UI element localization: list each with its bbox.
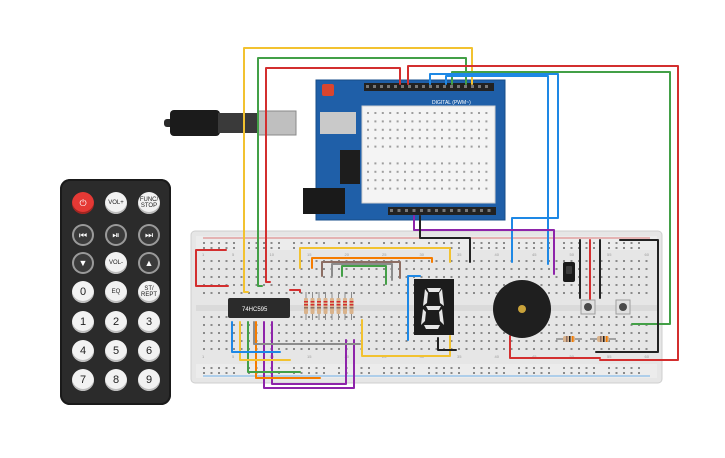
breadboard-column-number: 1 [202, 252, 205, 257]
resistor-array[interactable] [304, 292, 354, 320]
power-jack [303, 188, 345, 214]
remote-button-func-stop[interactable]: FUNC/ STOP [138, 192, 160, 214]
pushbutton-2[interactable] [615, 299, 631, 315]
breadboard-column-number: 15 [307, 354, 312, 359]
usb-cable[interactable] [164, 110, 297, 136]
remote-button-one[interactable]: 1 [72, 311, 94, 333]
segments-digit [421, 288, 444, 329]
remote-button-eq[interactable]: EQ [105, 281, 127, 303]
breadboard-column-number: 5 [232, 354, 235, 359]
breadboard-column-number: 30 [420, 252, 425, 257]
remote-button-play-pause[interactable]: ⏯ [105, 224, 127, 246]
breadboard-column-number: 25 [382, 252, 387, 257]
remote-button-prev[interactable]: ⏮ [72, 224, 94, 246]
breadboard-column-number: 40 [495, 354, 500, 359]
breadboard-column-number: 50 [570, 354, 575, 359]
remote-button-zero[interactable]: 0 [72, 281, 94, 303]
breadboard-column-number: 35 [457, 252, 462, 257]
arduino-board[interactable]: DIGITAL (PWM~) [303, 79, 506, 221]
display-digit: 8 [0, 0, 1, 1]
breadboard-column-number: 35 [457, 354, 462, 359]
ic-label: 74HC595 [242, 307, 268, 313]
analog-power-header[interactable] [388, 207, 496, 215]
pushbutton-1[interactable] [580, 299, 596, 315]
remote-button-two[interactable]: 2 [105, 311, 127, 333]
remote-button-vol-up[interactable]: VOL+ [105, 192, 127, 214]
remote-button-eight[interactable]: 8 [105, 369, 127, 391]
seven-segment-display[interactable]: 8 [0, 0, 454, 335]
piezo-buzzer[interactable] [493, 280, 551, 338]
breadboard-column-number: 1 [202, 354, 205, 359]
usb-port [320, 112, 356, 134]
shield-mini-breadboard [361, 105, 496, 204]
shift-register-ic[interactable]: 74HC595 [228, 298, 290, 318]
remote-button-down[interactable]: ▼ [72, 252, 94, 274]
digital-label: DIGITAL (PWM~) [432, 100, 471, 106]
breadboard-column-number: 20 [345, 252, 350, 257]
remote-button-nine[interactable]: 9 [138, 369, 160, 391]
breadboard-column-number: 45 [532, 252, 537, 257]
breadboard-column-number: 20 [345, 354, 350, 359]
breadboard-column-number: 5 [232, 252, 235, 257]
remote-button-seven[interactable]: 7 [72, 369, 94, 391]
breadboard-column-number: 45 [532, 354, 537, 359]
remote-button-three[interactable]: 3 [138, 311, 160, 333]
breadboard-column-number: 55 [607, 252, 612, 257]
breadboard-column-number: 55 [607, 354, 612, 359]
pulldown-resistors[interactable] [556, 336, 616, 342]
remote-button-six[interactable]: 6 [138, 340, 160, 362]
remote-button-next[interactable]: ⏭ [138, 224, 160, 246]
remote-button-vol-down[interactable]: VOL- [105, 252, 127, 274]
remote-button-four[interactable]: 4 [72, 340, 94, 362]
breadboard-column-number: 60 [645, 252, 650, 257]
breadboard-column-number: 50 [570, 252, 575, 257]
jumper-wires[interactable] [195, 47, 679, 389]
remote-button-st-rept[interactable]: ST/ REPT [138, 281, 160, 303]
digital-header[interactable] [364, 83, 494, 91]
remote-button-five[interactable]: 5 [105, 340, 127, 362]
remote-button-power[interactable]: ⏻ [72, 192, 94, 214]
breadboard-column-number: 40 [495, 252, 500, 257]
reset-button[interactable] [322, 84, 334, 96]
ir-receiver[interactable] [563, 262, 575, 282]
breadboard-column-number: 15 [307, 252, 312, 257]
breadboard-column-number: 10 [270, 252, 275, 257]
remote-button-up[interactable]: ▲ [138, 252, 160, 274]
breadboard-column-number: 60 [645, 354, 650, 359]
